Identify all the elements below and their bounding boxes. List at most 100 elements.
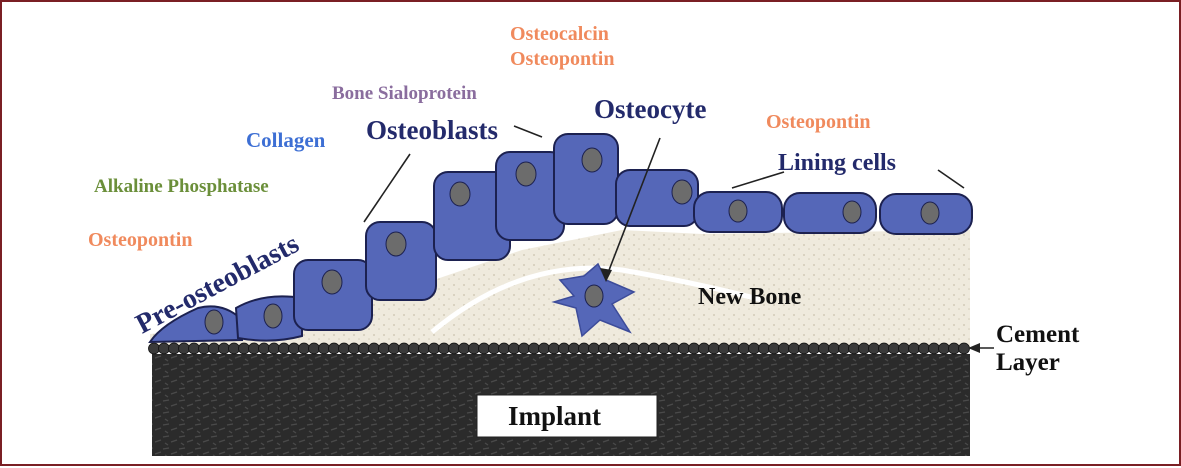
cement-bead bbox=[889, 343, 900, 354]
cement-bead bbox=[919, 343, 930, 354]
cement-bead bbox=[249, 343, 260, 354]
osteocalcin-label: Osteocalcin bbox=[510, 23, 609, 45]
cement-bead bbox=[959, 343, 970, 354]
cell-nucleus bbox=[264, 304, 282, 328]
cement-bead bbox=[399, 343, 410, 354]
cement-bead bbox=[409, 343, 420, 354]
cement-bead bbox=[179, 343, 190, 354]
osteocyte-label: Osteocyte bbox=[594, 94, 706, 124]
lining-cells-leader bbox=[732, 172, 784, 188]
cement-bead bbox=[569, 343, 580, 354]
cement-bead bbox=[879, 343, 890, 354]
cement-bead bbox=[459, 343, 470, 354]
cement-bead bbox=[799, 343, 810, 354]
cement-bead bbox=[779, 343, 790, 354]
cement-bead bbox=[529, 343, 540, 354]
cell-nucleus bbox=[322, 270, 342, 294]
cement-bead bbox=[149, 343, 160, 354]
cell-nucleus bbox=[205, 310, 223, 334]
cement-bead bbox=[269, 343, 280, 354]
cement-bead bbox=[279, 343, 290, 354]
osteoblasts-label: Osteoblasts bbox=[366, 115, 498, 145]
cement-bead bbox=[219, 343, 230, 354]
osteoblast-cell bbox=[554, 134, 618, 224]
cement-bead bbox=[199, 343, 210, 354]
cement-bead bbox=[309, 343, 320, 354]
cement-bead bbox=[499, 343, 510, 354]
cell-nucleus bbox=[516, 162, 536, 186]
cement-bead bbox=[209, 343, 220, 354]
cement-bead bbox=[449, 343, 460, 354]
cell-nucleus bbox=[585, 285, 603, 307]
cell-nucleus bbox=[386, 232, 406, 256]
cement-bead bbox=[539, 343, 550, 354]
cement-bead bbox=[549, 343, 560, 354]
cement-bead bbox=[769, 343, 780, 354]
cement-bead bbox=[589, 343, 600, 354]
cement-label: Cement bbox=[996, 321, 1080, 348]
cell-nucleus bbox=[672, 180, 692, 204]
cement-bead bbox=[289, 343, 300, 354]
cell-nucleus bbox=[582, 148, 602, 172]
osteopontin-left-label: Osteopontin bbox=[88, 229, 192, 251]
cement-bead bbox=[359, 343, 370, 354]
cement-bead bbox=[599, 343, 610, 354]
cement-bead bbox=[339, 343, 350, 354]
cement-bead bbox=[909, 343, 920, 354]
cement-bead bbox=[419, 343, 430, 354]
cement-bead bbox=[479, 343, 490, 354]
cement-bead bbox=[229, 343, 240, 354]
cell-nucleus bbox=[921, 202, 939, 224]
cement-bead bbox=[899, 343, 910, 354]
cement-bead bbox=[659, 343, 670, 354]
cement-bead bbox=[949, 343, 960, 354]
cement-bead bbox=[859, 343, 870, 354]
new-bone-label: New Bone bbox=[698, 284, 802, 310]
cement-bead bbox=[709, 343, 720, 354]
cell-nucleus bbox=[450, 182, 470, 206]
osteopontin-top-label: Osteopontin bbox=[510, 48, 614, 70]
cement-bead bbox=[849, 343, 860, 354]
cement-bead bbox=[189, 343, 200, 354]
cement-bead bbox=[829, 343, 840, 354]
collagen-label: Collagen bbox=[246, 128, 326, 152]
cell-nucleus bbox=[729, 200, 747, 222]
cement-bead bbox=[159, 343, 170, 354]
cement-bead bbox=[649, 343, 660, 354]
cement-bead bbox=[639, 343, 650, 354]
cement-bead bbox=[329, 343, 340, 354]
cement-bead bbox=[319, 343, 330, 354]
cement-bead bbox=[299, 343, 310, 354]
layer-label: Layer bbox=[996, 349, 1060, 376]
cement-bead bbox=[369, 343, 380, 354]
cement-bead bbox=[689, 343, 700, 354]
cement-bead bbox=[669, 343, 680, 354]
cement-bead bbox=[629, 343, 640, 354]
cement-bead bbox=[379, 343, 390, 354]
cement-bead bbox=[839, 343, 850, 354]
cell-nucleus bbox=[843, 201, 861, 223]
cement-bead bbox=[579, 343, 590, 354]
cement-bead bbox=[519, 343, 530, 354]
cement-bead bbox=[869, 343, 880, 354]
osteoblasts-leader bbox=[364, 154, 410, 222]
cement-bead bbox=[609, 343, 620, 354]
cement-bead bbox=[509, 343, 520, 354]
cement-bead bbox=[819, 343, 830, 354]
cement-bead bbox=[469, 343, 480, 354]
osteoblasts-leader bbox=[514, 126, 542, 137]
cement-bead bbox=[759, 343, 770, 354]
cement-bead bbox=[439, 343, 450, 354]
cement-bead bbox=[429, 343, 440, 354]
cement-bead bbox=[259, 343, 270, 354]
cement-bead bbox=[239, 343, 250, 354]
cement-bead bbox=[929, 343, 940, 354]
cement-bead bbox=[699, 343, 710, 354]
cement-bead bbox=[169, 343, 180, 354]
cement-bead bbox=[809, 343, 820, 354]
bone-sialoprotein-label: Bone Sialoprotein bbox=[332, 83, 477, 104]
cement-bead bbox=[789, 343, 800, 354]
implant-label: Implant bbox=[508, 401, 601, 431]
